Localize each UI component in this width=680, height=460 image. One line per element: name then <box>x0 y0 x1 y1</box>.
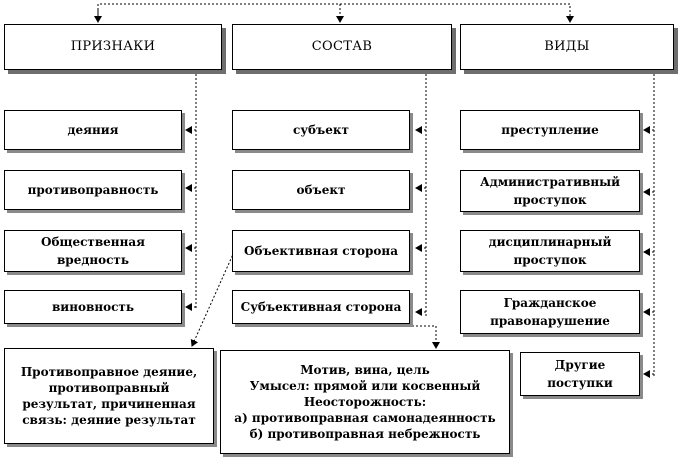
sign-label: противоправность <box>27 183 159 197</box>
sign-label: виновность <box>51 300 135 314</box>
type-box-civil: Гражданское правонарушение <box>460 290 640 334</box>
detail-line: результат, причиненная <box>22 397 196 411</box>
header-types: ВИДЫ <box>460 24 674 70</box>
header-composition: СОСТАВ <box>232 24 452 70</box>
header-signs: ПРИЗНАКИ <box>4 24 222 70</box>
composition-label: объект <box>296 183 346 197</box>
sign-box-acts: деяния <box>4 110 182 150</box>
composition-box-subject: субъект <box>232 110 410 150</box>
type-label: преступление <box>501 123 599 137</box>
detail-line: Умысел: прямой или косвенный <box>249 379 481 393</box>
composition-label: Объективная сторона <box>244 244 398 258</box>
composition-box-objective-side: Объективная сторона <box>232 230 410 272</box>
composition-box-object: объект <box>232 170 410 210</box>
composition-label: субъект <box>293 123 349 137</box>
subjective-side-details: Мотив, вина, цель Умысел: прямой или кос… <box>220 350 510 454</box>
sign-box-illegality: противоправность <box>4 170 182 210</box>
type-label: дисциплинарный проступок <box>488 235 612 267</box>
header-types-label: ВИДЫ <box>544 39 590 54</box>
type-label: Административный проступок <box>479 175 621 207</box>
sign-box-guilt: виновность <box>4 290 182 324</box>
detail-line: связь: деяние результат <box>22 413 196 427</box>
detail-line: а) противоправная самонадеянность <box>234 411 496 425</box>
header-signs-label: ПРИЗНАКИ <box>70 39 156 54</box>
sign-box-social-harm: Общественная вредность <box>4 230 182 272</box>
sign-label: Общественная вредность <box>41 235 145 267</box>
header-composition-label: СОСТАВ <box>311 39 373 54</box>
detail-line: б) противоправная небрежность <box>249 427 481 441</box>
type-label: Гражданское правонарушение <box>490 296 610 328</box>
type-box-disciplinary: дисциплинарный проступок <box>460 230 640 272</box>
detail-line: Мотив, вина, цель <box>300 363 430 377</box>
composition-box-subjective-side: Субъективная сторона <box>232 290 410 324</box>
type-label: Другие поступки <box>547 358 613 390</box>
sign-label: деяния <box>67 123 119 137</box>
composition-label: Субъективная сторона <box>240 300 402 314</box>
type-box-other: Другие поступки <box>520 352 640 396</box>
detail-line: противоправный <box>48 381 170 395</box>
detail-line: Противоправное деяние, <box>20 365 198 379</box>
detail-line: Неосторожность: <box>303 395 427 409</box>
type-box-crime: преступление <box>460 110 640 150</box>
type-box-administrative: Административный проступок <box>460 170 640 212</box>
objective-side-details: Противоправное деяние, противоправный ре… <box>4 348 214 444</box>
